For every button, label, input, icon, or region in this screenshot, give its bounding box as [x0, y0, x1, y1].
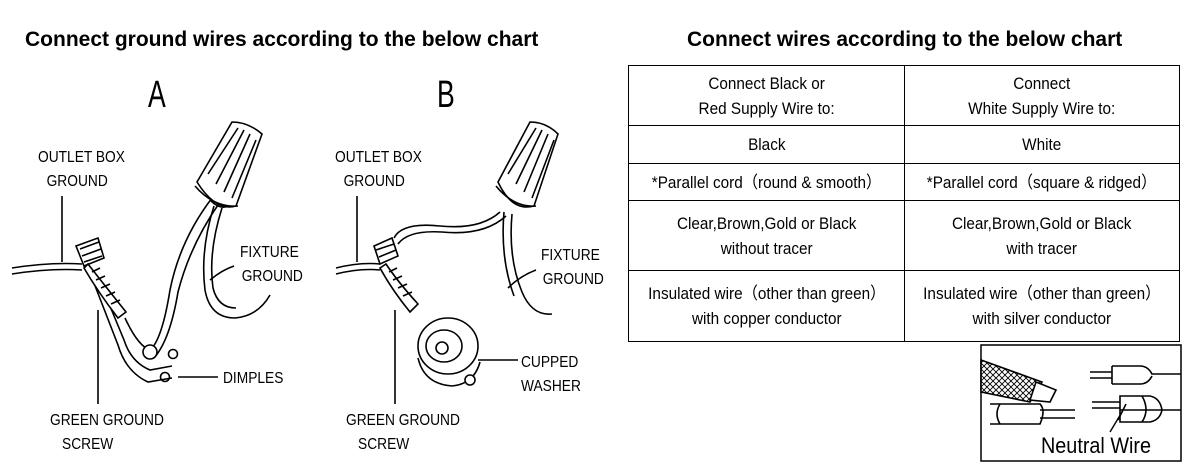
table-header-cell: Connect Black or Red Supply Wire to: [628, 65, 905, 126]
table-header-cell: Connect White Supply Wire to: [904, 65, 1180, 126]
table-header-row: Connect Black or Red Supply Wire to: Con… [628, 65, 1180, 126]
diagram-a-letter: A [148, 74, 166, 116]
table-row: Insulated wire（other than green） with co… [628, 270, 1180, 342]
table-cell: Insulated wire（other than green） with co… [628, 270, 905, 342]
wire-connection-table: Connect Black or Red Supply Wire to: Con… [628, 65, 1180, 342]
left-title: Connect ground wires according to the be… [25, 28, 539, 51]
diagram-a-screw-icon [74, 236, 128, 320]
table-cell: Clear,Brown,Gold or Black with tracer [904, 200, 1180, 271]
neutral-wire-label: Neutral Wire [1041, 433, 1152, 458]
diagram-b-wire-nut-icon [495, 121, 559, 208]
table-cell: White [904, 125, 1180, 164]
table-row: Black White [628, 125, 1180, 164]
diagram-a-dimples-label: DIMPLES [223, 370, 284, 387]
table-cell: *Parallel cord（round & smooth） [628, 163, 905, 201]
diagram-a-wire-nut-icon [194, 121, 263, 208]
diagram-b-screw-icon [373, 236, 420, 314]
insulated-wire-icon [990, 403, 1075, 425]
right-title: Connect wires according to the below cha… [687, 28, 1123, 51]
parallel-wire-top-icon [1090, 365, 1181, 385]
neutral-wire-inset [980, 344, 1182, 462]
table-cell: Clear,Brown,Gold or Black without tracer [628, 200, 905, 271]
braided-wire-icon [980, 358, 1058, 403]
table-cell: Insulated wire（other than green） with si… [904, 270, 1180, 342]
diagram-b-letter: B [437, 74, 455, 116]
diagram-b-drawing [335, 121, 559, 404]
table-row: Clear,Brown,Gold or Black without tracer… [628, 200, 1180, 271]
diagram-a-drawing [11, 121, 271, 404]
diagram-b-cupped-washer-icon [417, 317, 481, 387]
